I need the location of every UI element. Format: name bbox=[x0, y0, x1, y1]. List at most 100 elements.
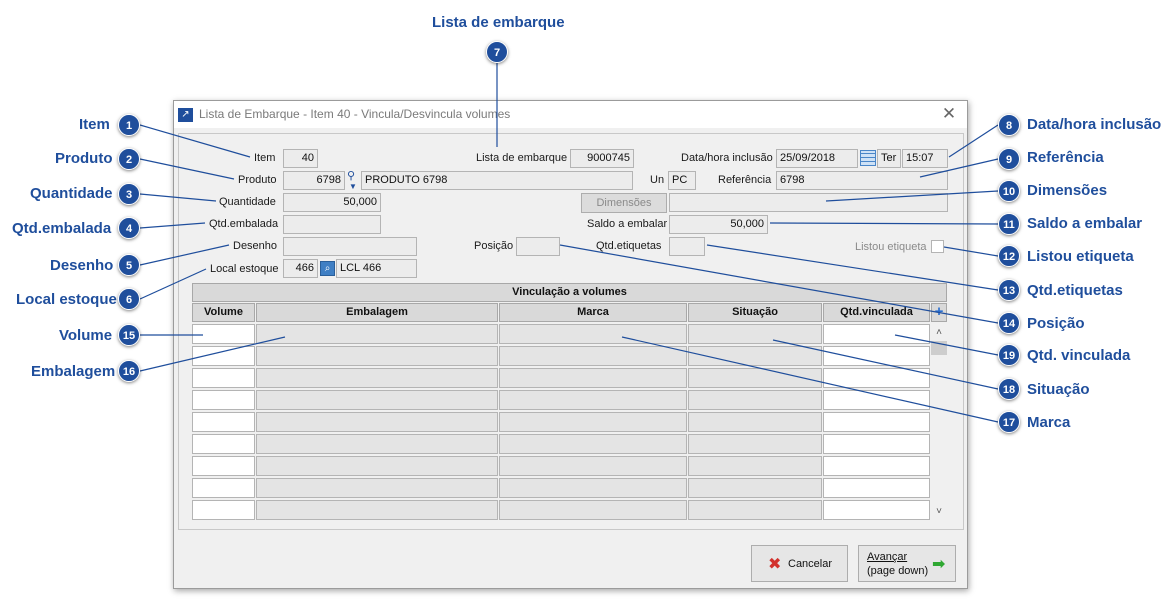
grid-cell[interactable] bbox=[499, 390, 687, 410]
callout-badge-6: 6 bbox=[118, 288, 140, 310]
callout-badge-18: 18 bbox=[998, 378, 1020, 400]
close-button[interactable]: ✕ bbox=[941, 104, 957, 123]
grid-cell[interactable] bbox=[192, 412, 255, 432]
grid-cell[interactable] bbox=[688, 434, 822, 454]
grid-scrollbar[interactable]: ˄ ˅ bbox=[931, 323, 947, 521]
callout-badge-7: 7 bbox=[486, 41, 508, 63]
grid-title: Vinculação a volumes bbox=[192, 283, 947, 302]
next-button[interactable]: Avançar (page down) ➡ bbox=[858, 545, 956, 582]
cancel-button[interactable]: ✖ Cancelar bbox=[751, 545, 848, 582]
grid-cell[interactable] bbox=[192, 456, 255, 476]
col-header-volume[interactable]: Volume bbox=[192, 303, 255, 322]
grid-cell[interactable] bbox=[499, 478, 687, 498]
referencia-field: 6798 bbox=[776, 171, 948, 190]
item-field[interactable]: 40 bbox=[283, 149, 318, 168]
search-icon[interactable]: ⚲ bbox=[347, 170, 356, 182]
grid-cell[interactable] bbox=[823, 500, 930, 520]
callout-badge-8: 8 bbox=[998, 114, 1020, 136]
posicao-label: Posição bbox=[474, 240, 514, 252]
produto-desc-field: PRODUTO 6798 bbox=[361, 171, 633, 190]
grid-cell[interactable] bbox=[192, 434, 255, 454]
callout-label-13: Qtd.etiquetas bbox=[1027, 282, 1123, 299]
grid-cell[interactable] bbox=[688, 500, 822, 520]
qtd-embalada-label: Qtd.embalada bbox=[209, 218, 279, 230]
col-header-situacao[interactable]: Situação bbox=[688, 303, 822, 322]
callout-label-10: Dimensões bbox=[1027, 182, 1108, 199]
grid-cell[interactable] bbox=[192, 500, 255, 520]
grid-cell[interactable] bbox=[256, 390, 498, 410]
grid-cell[interactable] bbox=[688, 456, 822, 476]
callout-label-2: Produto bbox=[55, 150, 113, 167]
qtd-etiquetas-label: Qtd.etiquetas bbox=[596, 240, 662, 252]
scroll-down-icon[interactable]: ˅ bbox=[936, 506, 942, 517]
produto-code-field[interactable]: 6798 bbox=[283, 171, 345, 190]
col-header-embalagem[interactable]: Embalagem bbox=[256, 303, 498, 322]
grid-cell[interactable] bbox=[499, 456, 687, 476]
callout-badge-14: 14 bbox=[998, 312, 1020, 334]
grid-cell[interactable] bbox=[256, 456, 498, 476]
grid-cell[interactable] bbox=[192, 324, 255, 344]
date-field[interactable]: 25/09/2018 bbox=[776, 149, 858, 168]
grid-cell[interactable] bbox=[823, 412, 930, 432]
grid-cell[interactable] bbox=[823, 390, 930, 410]
callout-badge-4: 4 bbox=[118, 217, 140, 239]
grid-cell[interactable] bbox=[499, 368, 687, 388]
grid-cell[interactable] bbox=[823, 478, 930, 498]
col-header-marca[interactable]: Marca bbox=[499, 303, 687, 322]
grid-cell[interactable] bbox=[192, 346, 255, 366]
local-code-field[interactable]: 466 bbox=[283, 259, 318, 278]
callout-badge-17: 17 bbox=[998, 411, 1020, 433]
lookup-icon[interactable]: ⌕ bbox=[320, 261, 335, 276]
grid-cell[interactable] bbox=[256, 412, 498, 432]
un-field: PC bbox=[668, 171, 696, 190]
title-bar: ↗ Lista de Embarque - Item 40 - Vincula/… bbox=[174, 101, 967, 129]
scroll-up-icon[interactable]: ˄ bbox=[936, 327, 942, 338]
cancel-x-icon: ✖ bbox=[768, 556, 782, 573]
dropdown-arrow-icon[interactable]: ▼ bbox=[349, 182, 357, 191]
time-field[interactable]: 15:07 bbox=[902, 149, 948, 168]
grid-cell[interactable] bbox=[688, 478, 822, 498]
grid-cell[interactable] bbox=[192, 390, 255, 410]
col-header-qtd-vinculada[interactable]: Qtd.vinculada bbox=[823, 303, 930, 322]
grid-cell[interactable] bbox=[256, 478, 498, 498]
listou-etiqueta-checkbox[interactable] bbox=[931, 240, 944, 253]
grid-cell[interactable] bbox=[823, 324, 930, 344]
lista-embarque-field[interactable]: 9000745 bbox=[570, 149, 634, 168]
grid-cell[interactable] bbox=[823, 434, 930, 454]
form-panel bbox=[178, 133, 964, 530]
grid-cell[interactable] bbox=[688, 390, 822, 410]
grid-cell[interactable] bbox=[499, 412, 687, 432]
grid-cell[interactable] bbox=[499, 324, 687, 344]
dimensoes-button[interactable]: Dimensões bbox=[581, 193, 667, 213]
grid-cell[interactable] bbox=[499, 346, 687, 366]
grid-cell[interactable] bbox=[499, 500, 687, 520]
grid-cell[interactable] bbox=[499, 434, 687, 454]
grid-cell[interactable] bbox=[688, 368, 822, 388]
grid-cell[interactable] bbox=[192, 368, 255, 388]
grid-cell[interactable] bbox=[256, 500, 498, 520]
grid-cell[interactable] bbox=[256, 434, 498, 454]
grid-cell[interactable] bbox=[823, 346, 930, 366]
saldo-label: Saldo a embalar bbox=[587, 218, 668, 230]
grid-cell[interactable] bbox=[823, 368, 930, 388]
callout-badge-9: 9 bbox=[998, 148, 1020, 170]
callout-badge-16: 16 bbox=[118, 360, 140, 382]
grid-cell[interactable] bbox=[823, 456, 930, 476]
grid-cell[interactable] bbox=[688, 346, 822, 366]
grid-cell[interactable] bbox=[256, 346, 498, 366]
posicao-field[interactable] bbox=[516, 237, 560, 256]
calendar-icon[interactable] bbox=[860, 150, 876, 166]
grid-cell[interactable] bbox=[256, 368, 498, 388]
grid-cell[interactable] bbox=[192, 478, 255, 498]
callout-badge-11: 11 bbox=[998, 213, 1020, 235]
qtd-etiquetas-field[interactable] bbox=[669, 237, 705, 256]
callout-badge-3: 3 bbox=[118, 183, 140, 205]
grid-cell[interactable] bbox=[688, 412, 822, 432]
quantidade-field[interactable]: 50,000 bbox=[283, 193, 381, 212]
grid-cell[interactable] bbox=[256, 324, 498, 344]
lista-embarque-label: Lista de embarque bbox=[476, 152, 568, 164]
referencia-label: Referência bbox=[718, 174, 772, 186]
grid-cell[interactable] bbox=[688, 324, 822, 344]
arrow-right-icon: ➡ bbox=[932, 556, 946, 573]
